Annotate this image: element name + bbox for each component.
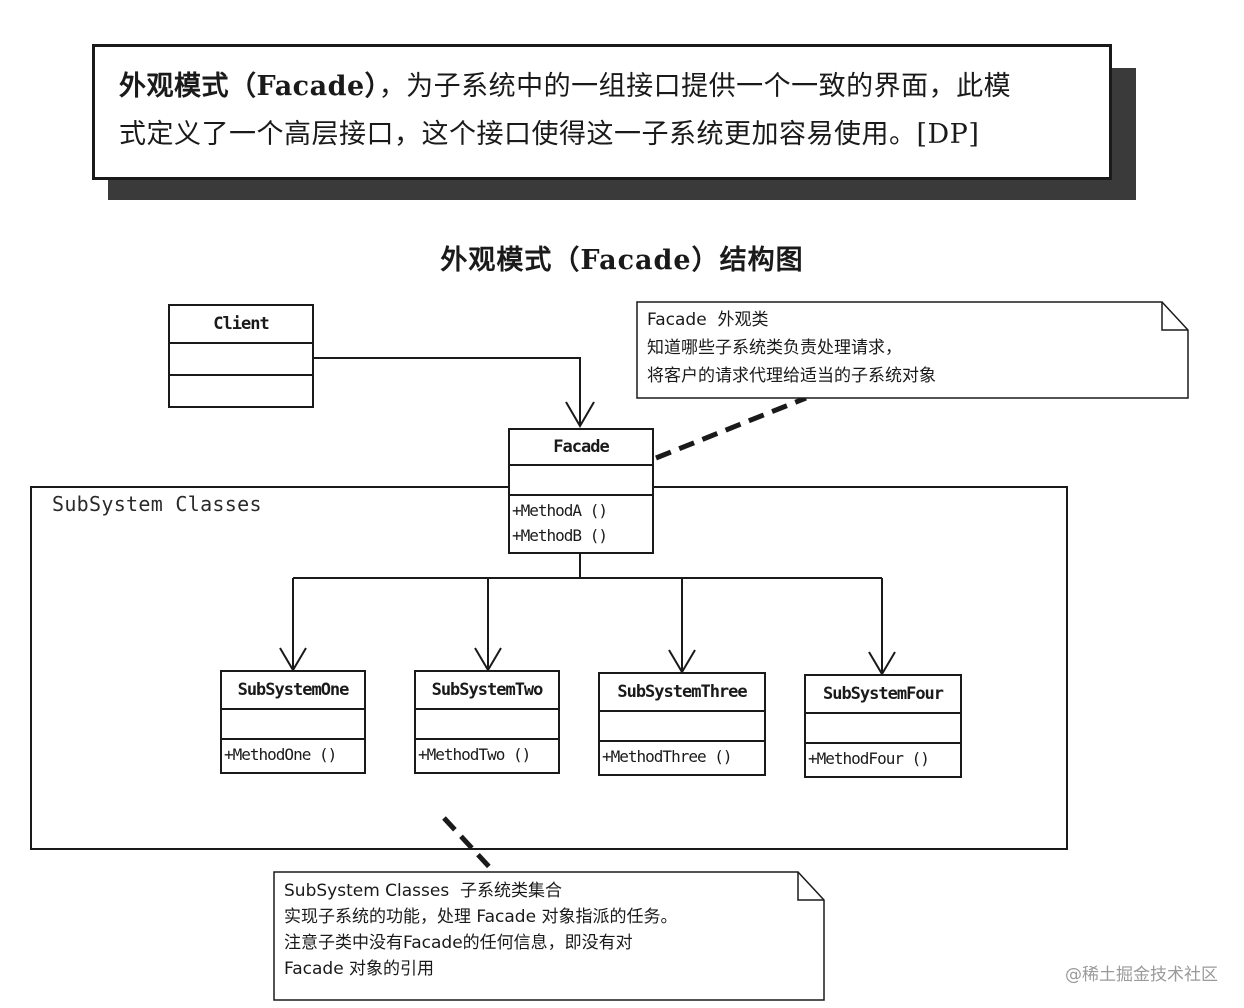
subsystem-three-attributes xyxy=(600,712,764,742)
client-class-operations xyxy=(170,376,312,406)
facade-note-line-1: Facade 外观类 xyxy=(647,310,769,330)
facade-class[interactable]: Facade +MethodA () +MethodB () xyxy=(508,428,654,554)
subsystem-one-attributes xyxy=(222,710,364,740)
subsystem-note-fold xyxy=(797,872,824,901)
subsystem-four-class[interactable]: SubSystemFour +MethodFour () xyxy=(804,674,962,778)
subsystem-one-method: +MethodOne () xyxy=(224,745,337,764)
subsystem-note-line-1: SubSystem Classes 子系统类集合 xyxy=(284,881,563,901)
subsystem-three-class[interactable]: SubSystemThree +MethodThree () xyxy=(598,672,766,776)
subsystem-note-line-4: Facade 对象的引用 xyxy=(284,959,435,979)
subsystem-two-attributes xyxy=(416,710,558,740)
client-class-attributes xyxy=(170,344,312,376)
client-class[interactable]: Client xyxy=(168,304,314,408)
subsystem-four-method: +MethodFour () xyxy=(808,749,930,768)
definition-line-1: 外观模式（Facade），为子系统中的一组接口提供一个一致的界面，此模 xyxy=(119,63,1087,111)
definition-term: 外观模式（Facade） xyxy=(119,71,379,102)
facade-class-operations: +MethodA () +MethodB () xyxy=(510,496,652,548)
watermark: @稀土掘金技术社区 xyxy=(1065,965,1218,985)
subsystem-note-shape xyxy=(273,871,825,1001)
facade-note-shape xyxy=(636,301,1189,399)
facade-class-name: Facade xyxy=(510,430,652,466)
definition-line-2: 式定义了一个高层接口，这个接口使得这一子系统更加容易使用。[DP] xyxy=(119,119,980,150)
facade-note-fold xyxy=(1161,302,1188,331)
subsystem-one-name: SubSystemOne xyxy=(222,672,364,710)
client-class-name: Client xyxy=(170,306,312,344)
facade-method-b: +MethodB () xyxy=(512,526,608,545)
subsystem-four-attributes xyxy=(806,714,960,744)
subsystem-note: SubSystem Classes 子系统类集合 实现子系统的功能，处理 Fac… xyxy=(284,878,677,982)
subsystem-package-label: SubSystem Classes xyxy=(52,492,262,516)
facade-note-line-2: 知道哪些子系统类负责处理请求， xyxy=(647,338,902,358)
subsystem-note-line-2: 实现子系统的功能，处理 Facade 对象指派的任务。 xyxy=(284,907,678,927)
facade-note-line-3: 将客户的请求代理给适当的子系统对象 xyxy=(647,366,936,386)
client-facade-arrowhead xyxy=(565,401,595,428)
facade-note: Facade 外观类 知道哪些子系统类负责处理请求， 将客户的请求代理给适当的子… xyxy=(647,306,936,390)
subsystem-two-name: SubSystemTwo xyxy=(416,672,558,710)
subsystem-four-name: SubSystemFour xyxy=(806,676,960,714)
subsystem-note-line-3: 注意子类中没有Facade的任何信息，即没有对 xyxy=(284,933,633,953)
subsystem-two-class[interactable]: SubSystemTwo +MethodTwo () xyxy=(414,670,560,774)
subsystem-note-anchor xyxy=(442,816,496,874)
facade-note-anchor xyxy=(655,395,807,461)
definition-box: 外观模式（Facade），为子系统中的一组接口提供一个一致的界面，此模 式定义了… xyxy=(92,44,1112,180)
facade-method-a: +MethodA () xyxy=(512,501,608,520)
subsystem-one-class[interactable]: SubSystemOne +MethodOne () xyxy=(220,670,366,774)
client-facade-association xyxy=(314,357,581,426)
subsystem-three-method: +MethodThree () xyxy=(602,747,733,766)
facade-class-attributes xyxy=(510,466,652,496)
subsystem-two-method: +MethodTwo () xyxy=(418,745,531,764)
subsystem-three-name: SubSystemThree xyxy=(600,674,764,712)
definition-line-1-text: ，为子系统中的一组接口提供一个一致的界面，此模 xyxy=(378,71,1012,102)
diagram-title: 外观模式（Facade）结构图 xyxy=(440,245,804,276)
